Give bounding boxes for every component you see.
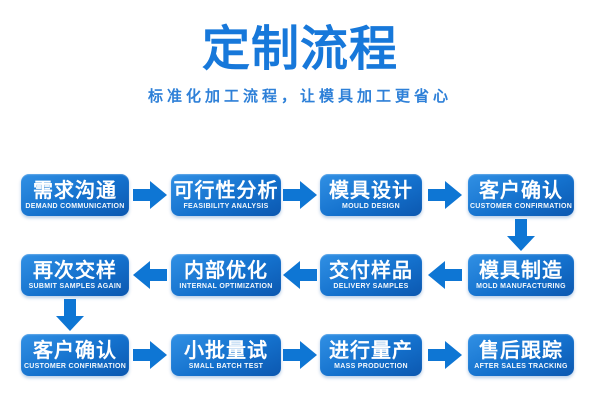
step-label-zh: 再次交样 bbox=[33, 259, 117, 282]
arrow-right-icon bbox=[428, 181, 462, 209]
step-customer-confirmation-1: 客户确认 CUSTOMER CONFIRMATION bbox=[468, 174, 574, 216]
step-label-zh: 模具制造 bbox=[479, 259, 563, 282]
step-label-zh: 进行量产 bbox=[329, 339, 413, 362]
step-label-zh: 交付样品 bbox=[329, 259, 413, 282]
step-label-en: MOULD DESIGN bbox=[341, 202, 401, 210]
step-label-zh: 模具设计 bbox=[329, 179, 413, 202]
arrow-right-icon bbox=[283, 341, 317, 369]
step-customer-confirmation-2: 客户确认 CUSTOMER CONFIRMATION bbox=[21, 334, 129, 376]
step-after-sales-tracking: 售后跟踪 AFTER SALES TRACKING bbox=[468, 334, 574, 376]
step-label-en: SUBMIT SAMPLES AGAIN bbox=[28, 282, 122, 290]
step-mass-production: 进行量产 MASS PRODUCTION bbox=[320, 334, 422, 376]
arrow-left-icon bbox=[133, 261, 167, 289]
step-label-en: INTERNAL OPTIMIZATION bbox=[179, 282, 273, 290]
step-label-en: MOLD MANUFACTURING bbox=[476, 282, 566, 290]
step-submit-samples-again: 再次交样 SUBMIT SAMPLES AGAIN bbox=[21, 254, 129, 296]
step-label-en: CUSTOMER CONFIRMATION bbox=[469, 202, 573, 210]
step-label-en: FEASIBILITY ANALYSIS bbox=[183, 202, 269, 210]
step-label-en: DELIVERY SAMPLES bbox=[333, 282, 409, 290]
arrow-down-icon bbox=[507, 219, 535, 251]
step-label-en: DEMAND COMMUNICATION bbox=[25, 202, 125, 210]
step-delivery-samples: 交付样品 DELIVERY SAMPLES bbox=[320, 254, 422, 296]
step-mold-manufacturing: 模具制造 MOLD MANUFACTURING bbox=[468, 254, 574, 296]
step-label-en: CUSTOMER CONFIRMATION bbox=[23, 362, 127, 370]
arrow-right-icon bbox=[283, 181, 317, 209]
page-title: 定制流程 bbox=[201, 23, 398, 76]
arrow-right-icon bbox=[428, 341, 462, 369]
step-internal-optimization: 内部优化 INTERNAL OPTIMIZATION bbox=[171, 254, 281, 296]
step-label-zh: 可行性分析 bbox=[173, 179, 279, 202]
step-label-zh: 小批量试 bbox=[184, 339, 268, 362]
step-label-en: AFTER SALES TRACKING bbox=[474, 362, 568, 370]
step-feasibility-analysis: 可行性分析 FEASIBILITY ANALYSIS bbox=[171, 174, 281, 216]
step-label-en: SMALL BATCH TEST bbox=[188, 362, 264, 370]
step-demand-communication: 需求沟通 DEMAND COMMUNICATION bbox=[21, 174, 129, 216]
step-label-zh: 客户确认 bbox=[479, 179, 563, 202]
step-label-zh: 需求沟通 bbox=[33, 179, 117, 202]
arrow-left-icon bbox=[283, 261, 317, 289]
step-label-zh: 内部优化 bbox=[184, 259, 268, 282]
step-label-zh: 售后跟踪 bbox=[479, 339, 563, 362]
step-mould-design: 模具设计 MOULD DESIGN bbox=[320, 174, 422, 216]
step-label-zh: 客户确认 bbox=[33, 339, 117, 362]
arrow-left-icon bbox=[428, 261, 462, 289]
arrow-right-icon bbox=[133, 181, 167, 209]
page-subtitle: 标准化加工流程，让模具加工更省心 bbox=[147, 88, 452, 105]
step-small-batch-test: 小批量试 SMALL BATCH TEST bbox=[171, 334, 281, 376]
arrow-down-icon bbox=[56, 299, 84, 331]
arrow-right-icon bbox=[133, 341, 167, 369]
step-label-en: MASS PRODUCTION bbox=[334, 362, 408, 370]
